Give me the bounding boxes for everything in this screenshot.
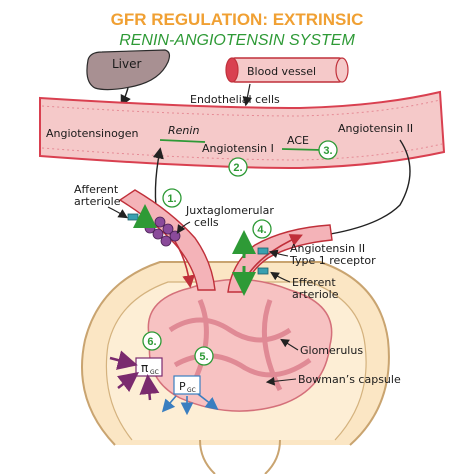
svg-text:6.: 6.	[147, 336, 156, 348]
angiotensinogen-label: Angiotensinogen	[46, 127, 139, 140]
oncotic-arrow-1	[109, 350, 138, 370]
title: GFR REGULATION: EXTRINSIC	[111, 10, 364, 29]
jg-pointer	[176, 221, 191, 234]
liver-to-vessel-arrow	[120, 87, 131, 107]
svg-text:5.: 5.	[199, 351, 208, 363]
step-2-badge: 2.	[228, 157, 248, 177]
step-4-badge: 4.	[252, 219, 272, 239]
oncotic-pressure-box: π GC	[135, 357, 163, 377]
oncotic-arrow-3	[139, 374, 160, 401]
juxtaglomerular-label-line2: cells	[194, 216, 219, 229]
juxtaglomerular-cells	[144, 216, 181, 247]
receptor-label-line2: Type 1 receptor	[289, 254, 376, 267]
angiotensin-2-label: Angiotensin II	[338, 122, 413, 135]
afferent-arteriole-label-line2: arteriole	[74, 195, 121, 208]
liver-organ	[86, 49, 171, 91]
svg-text:3.: 3.	[323, 145, 332, 157]
step-1-badge: 1.	[162, 188, 182, 208]
svg-text:π: π	[141, 361, 148, 375]
efferent-arteriole-label-line1: Efferent	[292, 276, 336, 289]
efferent-pointer	[270, 271, 291, 283]
step-5-badge: 5.	[194, 346, 214, 366]
blood-vessel-label: Blood vessel	[247, 65, 316, 78]
urinary-pole	[199, 439, 281, 474]
juxtaglomerular-label-line1: Juxtaglomerular	[185, 204, 274, 217]
svg-text:2.: 2.	[233, 162, 242, 174]
bowmans-pointer-line	[265, 376, 297, 386]
glomerulus-label: Glomerulus	[300, 344, 363, 357]
receptor-label-line1: Angiotensin II	[290, 242, 365, 255]
hydrostatic-pressure-box: P GC	[173, 375, 201, 395]
svg-text:GC: GC	[150, 369, 159, 376]
angiotensin-1-label: Angiotensin I	[202, 142, 274, 155]
blood-vessel-icon	[225, 57, 349, 83]
efferent-arteriole-label-line2: arteriole	[292, 288, 339, 301]
svg-text:GC: GC	[187, 387, 196, 394]
renin-label: Renin	[168, 124, 199, 137]
svg-text:1.: 1.	[167, 193, 176, 205]
afferent-pointer	[107, 206, 129, 219]
oncotic-arrow-2	[117, 371, 139, 393]
ace-reaction-line	[281, 148, 323, 151]
hydrostatic-arrow-1	[161, 395, 177, 413]
ace-label: ACE	[287, 134, 309, 147]
efferent-receptor-markers	[232, 230, 269, 296]
renin-reaction-line	[159, 139, 206, 143]
vessel-to-endothelium-arrow	[242, 83, 253, 107]
glomerulus-pointer	[280, 338, 299, 351]
receptor-pointer	[268, 249, 289, 259]
subtitle: RENIN-ANGIOTENSIN SYSTEM	[119, 32, 355, 49]
step-3-badge: 3.	[318, 140, 338, 160]
step-6-badge: 6.	[142, 331, 162, 351]
endothelial-cells-label: Endothelial cells	[190, 93, 280, 106]
liver-label: Liver	[112, 57, 142, 71]
svg-text:4.: 4.	[257, 224, 266, 236]
hydrostatic-arrow-3	[197, 393, 219, 410]
afferent-arteriole-label-line1: Afferent	[74, 183, 119, 196]
main-vessel-band	[39, 90, 446, 170]
svg-text:P: P	[179, 380, 186, 393]
bowmans-capsule-label: Bowman’s capsule	[298, 373, 401, 386]
